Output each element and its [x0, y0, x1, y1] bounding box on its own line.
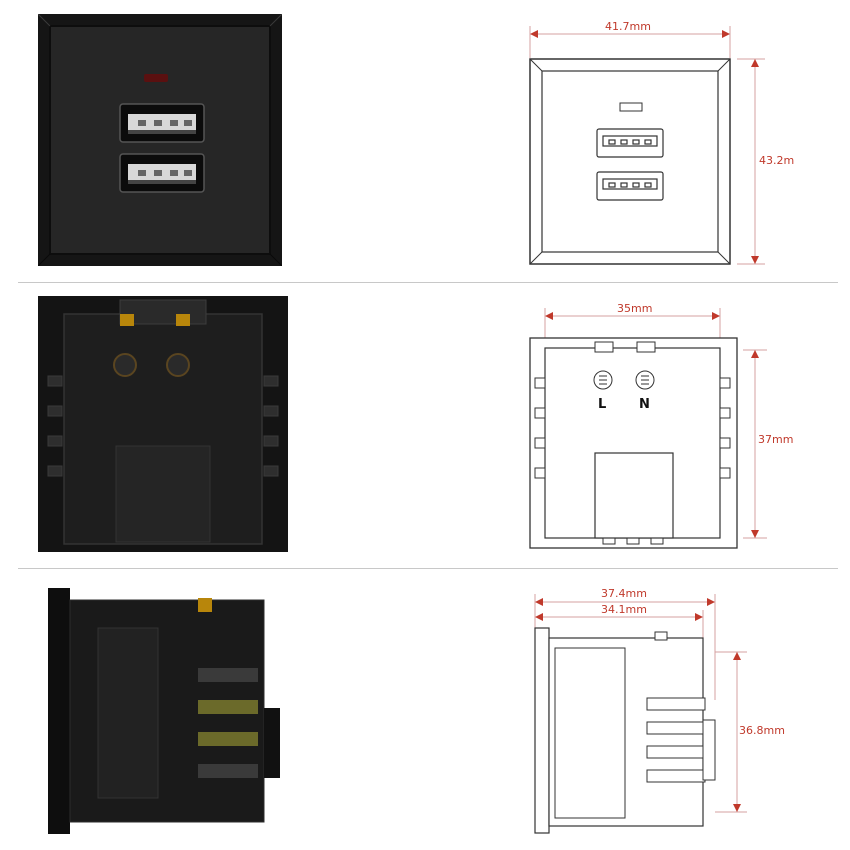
led-outline	[619, 102, 643, 112]
usb-port-top	[119, 103, 205, 143]
front-photo	[38, 14, 282, 266]
back-view-row: 35mm L N 37mm	[0, 284, 850, 564]
terminal-l-label: L	[598, 397, 606, 412]
back-drawing: 35mm L N 37mm	[529, 302, 793, 549]
front-height-label: 43.2mm	[759, 154, 795, 167]
usb-outline-bottom	[596, 171, 664, 201]
usb-port-bottom	[119, 153, 205, 193]
terminal-l-outline	[593, 370, 613, 390]
led-indicator	[144, 74, 168, 82]
side-height-label: 36.8mm	[739, 724, 785, 737]
usb-outline-top	[596, 128, 664, 158]
side-outer-width-label: 37.4mm	[601, 587, 647, 600]
terminal-l-screw	[120, 314, 134, 326]
front-drawing: 41.7mm 43.2mm	[529, 20, 795, 265]
front-width-label: 41.7mm	[605, 20, 651, 33]
divider-1	[18, 282, 838, 283]
side-inner-width-label: 34.1mm	[601, 603, 647, 616]
terminal-n-label: N	[639, 397, 650, 412]
side-drawing: 37.4mm 34.1mm 36.8mm	[534, 587, 785, 834]
side-photo	[48, 588, 280, 834]
terminal-n-screw	[176, 314, 190, 326]
back-photo	[38, 296, 288, 552]
terminal-n-outline	[635, 370, 655, 390]
divider-2	[18, 568, 838, 569]
back-height-label: 37mm	[758, 433, 793, 446]
front-view-row: 41.7mm 43.2mm	[0, 0, 850, 280]
side-fin-slots	[198, 668, 258, 778]
side-view-row: 37.4mm 34.1mm 36.8mm	[0, 570, 850, 850]
back-width-label: 35mm	[617, 302, 652, 315]
